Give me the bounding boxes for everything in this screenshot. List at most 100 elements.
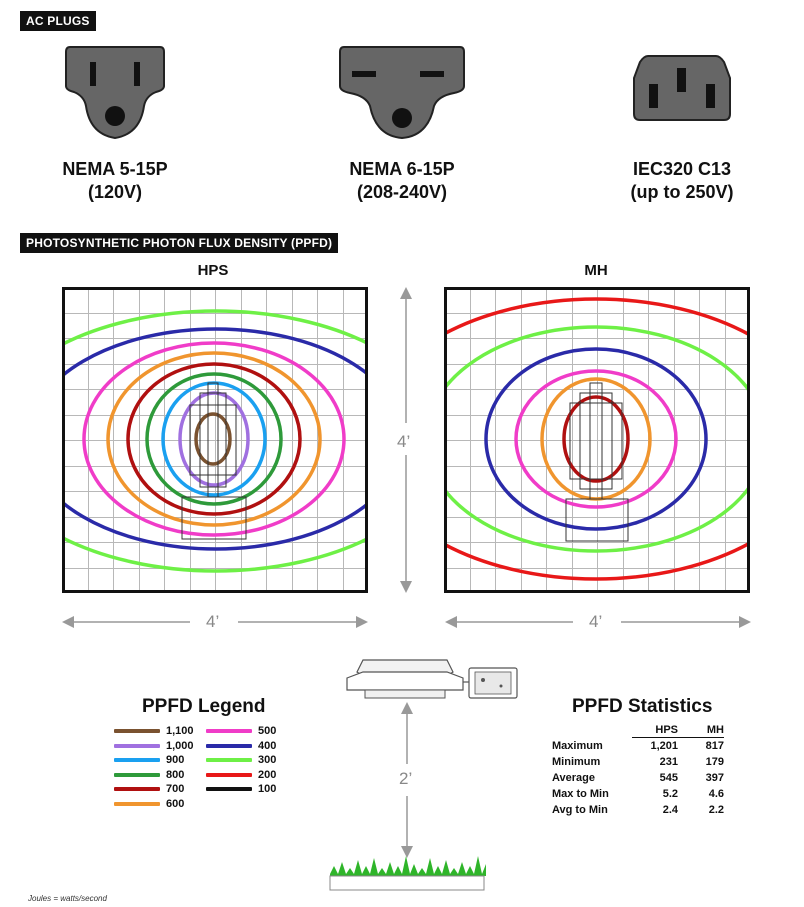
hps-contour-700	[126, 362, 302, 516]
plug-voltage: (120V)	[87, 182, 143, 202]
stats-mh-value: 179	[705, 756, 724, 768]
dimension-arrow-width-hps	[62, 616, 368, 628]
section-tag-ppfd: PHOTOSYNTHETIC PHOTON FLUX DENSITY (PPFD…	[20, 233, 339, 253]
stats-header-mh: MH	[678, 724, 724, 738]
stats-label: Minimum	[552, 756, 601, 768]
section-tag-ac-plugs: AC PLUGS	[20, 11, 96, 31]
plug-name: NEMA 5-15P	[62, 159, 168, 179]
legend-swatch	[206, 758, 252, 762]
footnote: Joules = watts/second	[28, 894, 107, 903]
legend-item: 1,100	[114, 725, 194, 737]
hps-contour-500	[82, 341, 346, 537]
dimension-arrow-width-mh	[445, 616, 751, 628]
legend-swatch	[114, 787, 160, 791]
legend-value: 900	[166, 754, 185, 766]
hps-contour-1100	[194, 412, 232, 466]
plug-voltage: (up to 250V)	[630, 182, 734, 202]
plug-name: IEC320 C13	[632, 159, 732, 179]
plot-title-mh: MH	[584, 262, 608, 279]
legend-item: 600	[114, 798, 184, 810]
legend-item: 200	[206, 769, 276, 781]
mh-plot-frame	[444, 287, 750, 593]
dimension-label-width-hps: 4’	[206, 612, 220, 631]
nema-5-15p-icon	[65, 46, 165, 140]
stats-header-blank	[552, 724, 632, 738]
stats-mh-value: 2.2	[708, 804, 724, 816]
stats-row: Max to Min 5.2 4.6	[552, 786, 724, 802]
hps-ppfd-map	[62, 287, 368, 593]
legend-value: 100	[258, 783, 277, 795]
legend-value: 200	[258, 768, 277, 781]
stats-mh-value: 817	[705, 740, 724, 752]
stats-row: Minimum 231 179	[552, 754, 724, 770]
stats-mh-value: 397	[705, 772, 724, 784]
hps-fixture-outline	[181, 382, 247, 540]
legend-swatch	[114, 743, 160, 748]
legend-value: 300	[258, 754, 277, 766]
legend-value: 400	[258, 739, 277, 752]
legend-swatch	[114, 801, 160, 806]
legend-swatch	[114, 729, 160, 733]
legend-swatch	[206, 729, 252, 733]
hps-contour-400	[62, 327, 368, 551]
stats-row: Average 545 397	[552, 770, 724, 786]
stats-header-hps: HPS	[632, 724, 678, 738]
nema-6-15p-icon	[339, 46, 465, 140]
stats-hps-value: 5.2	[662, 788, 678, 800]
stats-hps-value: 2.4	[662, 804, 678, 816]
mh-contour-200	[444, 297, 750, 581]
legend-swatch	[114, 758, 160, 762]
hps-grid	[62, 287, 368, 593]
plug-label-nema-5-15p: NEMA 5-15P (120V)	[40, 158, 190, 204]
legend-value: 1,000	[166, 739, 194, 752]
mh-ppfd-map	[444, 287, 750, 593]
stats-row: Avg to Min 2.4 2.2	[552, 802, 724, 818]
stats-row: Maximum 1,201 817	[552, 738, 724, 755]
hps-contour-600	[106, 351, 322, 527]
legend-value: 800	[166, 768, 185, 781]
stats-label: Maximum	[552, 739, 603, 752]
legend-swatch	[114, 772, 160, 777]
legend-item: 100	[206, 783, 276, 795]
plug-label-iec320-c13: IEC320 C13 (up to 250V)	[600, 158, 764, 204]
dimension-label-height: 4’	[397, 432, 411, 451]
stats-title: PPFD Statistics	[572, 696, 713, 717]
stats-mh-value: 4.6	[708, 788, 724, 800]
legend-value: 700	[166, 783, 185, 795]
stats-label: Avg to Min	[552, 804, 608, 816]
stats-label: Max to Min	[552, 788, 609, 800]
mh-grid	[444, 287, 750, 593]
legend-swatch	[206, 787, 252, 791]
plot-title-hps: HPS	[197, 262, 229, 279]
hps-contour-300	[62, 309, 368, 573]
stats-header-row: HPS MH	[552, 724, 724, 738]
plant-canopy-illustration	[329, 856, 486, 891]
legend-item: 800	[114, 769, 184, 781]
dimension-arrow-height	[400, 287, 412, 593]
fixture-illustration	[346, 659, 518, 699]
dimension-label-width-mh: 4’	[589, 612, 603, 631]
legend-item: 400	[206, 740, 276, 752]
legend-item: 500	[206, 725, 276, 737]
mh-contour-500	[514, 369, 678, 509]
plug-voltage: (208-240V)	[356, 182, 448, 202]
plug-label-nema-6-15p: NEMA 6-15P (208-240V)	[322, 158, 482, 204]
legend-title: PPFD Legend	[142, 696, 266, 717]
iec320-c13-icon	[633, 55, 731, 121]
ppfd-stats-table: HPS MH Maximum 1,201 817 Minimum 231 179…	[552, 724, 724, 818]
legend-item: 700	[114, 783, 184, 795]
dimension-label-hang: 2’	[399, 769, 413, 788]
legend-value: 1,100	[166, 725, 194, 737]
stats-hps-value: 231	[659, 756, 678, 768]
legend-value: 600	[166, 797, 185, 810]
legend-swatch	[206, 772, 252, 777]
hps-plot-frame	[62, 287, 368, 593]
dimension-arrow-hang	[401, 702, 413, 858]
legend-value: 500	[258, 725, 277, 737]
stats-label: Average	[552, 772, 596, 784]
legend-item: 1,000	[114, 740, 194, 752]
legend-item: 900	[114, 754, 184, 766]
mh-fixture-outline	[565, 382, 629, 542]
mh-contour-700	[562, 395, 630, 483]
legend-swatch	[206, 743, 252, 748]
